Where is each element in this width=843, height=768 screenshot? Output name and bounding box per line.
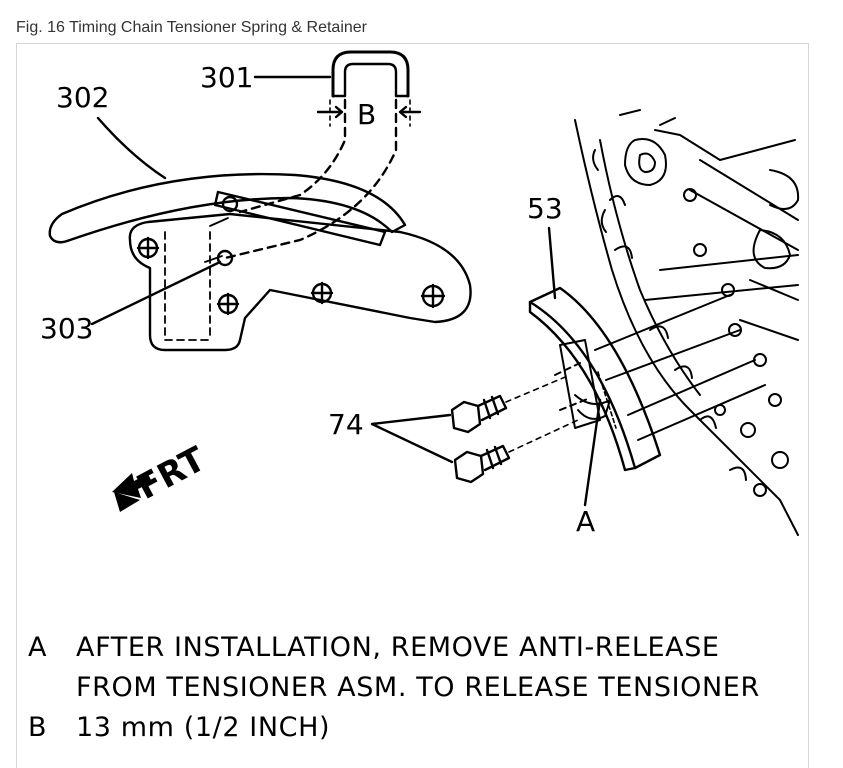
leader-53 (547, 226, 557, 300)
legend-key-b: B (28, 712, 48, 743)
legend-a-line-2: FROM TENSIONER ASM. TO RELEASE TENSIONER (28, 672, 760, 703)
callout-302: 302 (56, 81, 109, 114)
diagram-frame (16, 43, 809, 768)
callout-74: 74 (328, 408, 364, 441)
bolt-74-lower (453, 419, 579, 484)
tensioner-shoe-53 (528, 286, 662, 472)
figure-caption: Fig. 16 Timing Chain Tensioner Spring & … (16, 19, 367, 36)
engine-block (574, 109, 800, 536)
callout-303: 303 (40, 312, 93, 345)
leader-302 (96, 116, 167, 180)
tensioner-spring-302 (48, 172, 407, 244)
legend-b-text-1: 13 mm (1/2 INCH) (76, 712, 331, 743)
legend-a-text-1: AFTER INSTALLATION, REMOVE ANTI-RELEASE (76, 632, 720, 663)
callout-a: A (576, 505, 595, 538)
mounting-rods (554, 294, 766, 441)
bolt-74-upper (450, 374, 571, 434)
leader-74 (370, 413, 454, 464)
front-arrow-icon (112, 473, 152, 512)
retainer-clip-301 (223, 50, 422, 260)
callout-53: 53 (527, 192, 563, 225)
legend-a-text-2: FROM TENSIONER ASM. TO RELEASE TENSIONER (76, 672, 760, 703)
frt-label: FRT (130, 439, 212, 508)
callout-b: B (357, 98, 376, 131)
callout-301: 301 (200, 61, 253, 94)
legend-a-line-1: A AFTER INSTALLATION, REMOVE ANTI-RELEASE (28, 632, 720, 663)
leader-303 (90, 260, 222, 326)
legend-b-line-1: B 13 mm (1/2 INCH) (28, 712, 330, 743)
tensioner-plate-303 (128, 190, 472, 352)
legend-key-a: A (28, 632, 48, 663)
leader-a (583, 398, 602, 507)
